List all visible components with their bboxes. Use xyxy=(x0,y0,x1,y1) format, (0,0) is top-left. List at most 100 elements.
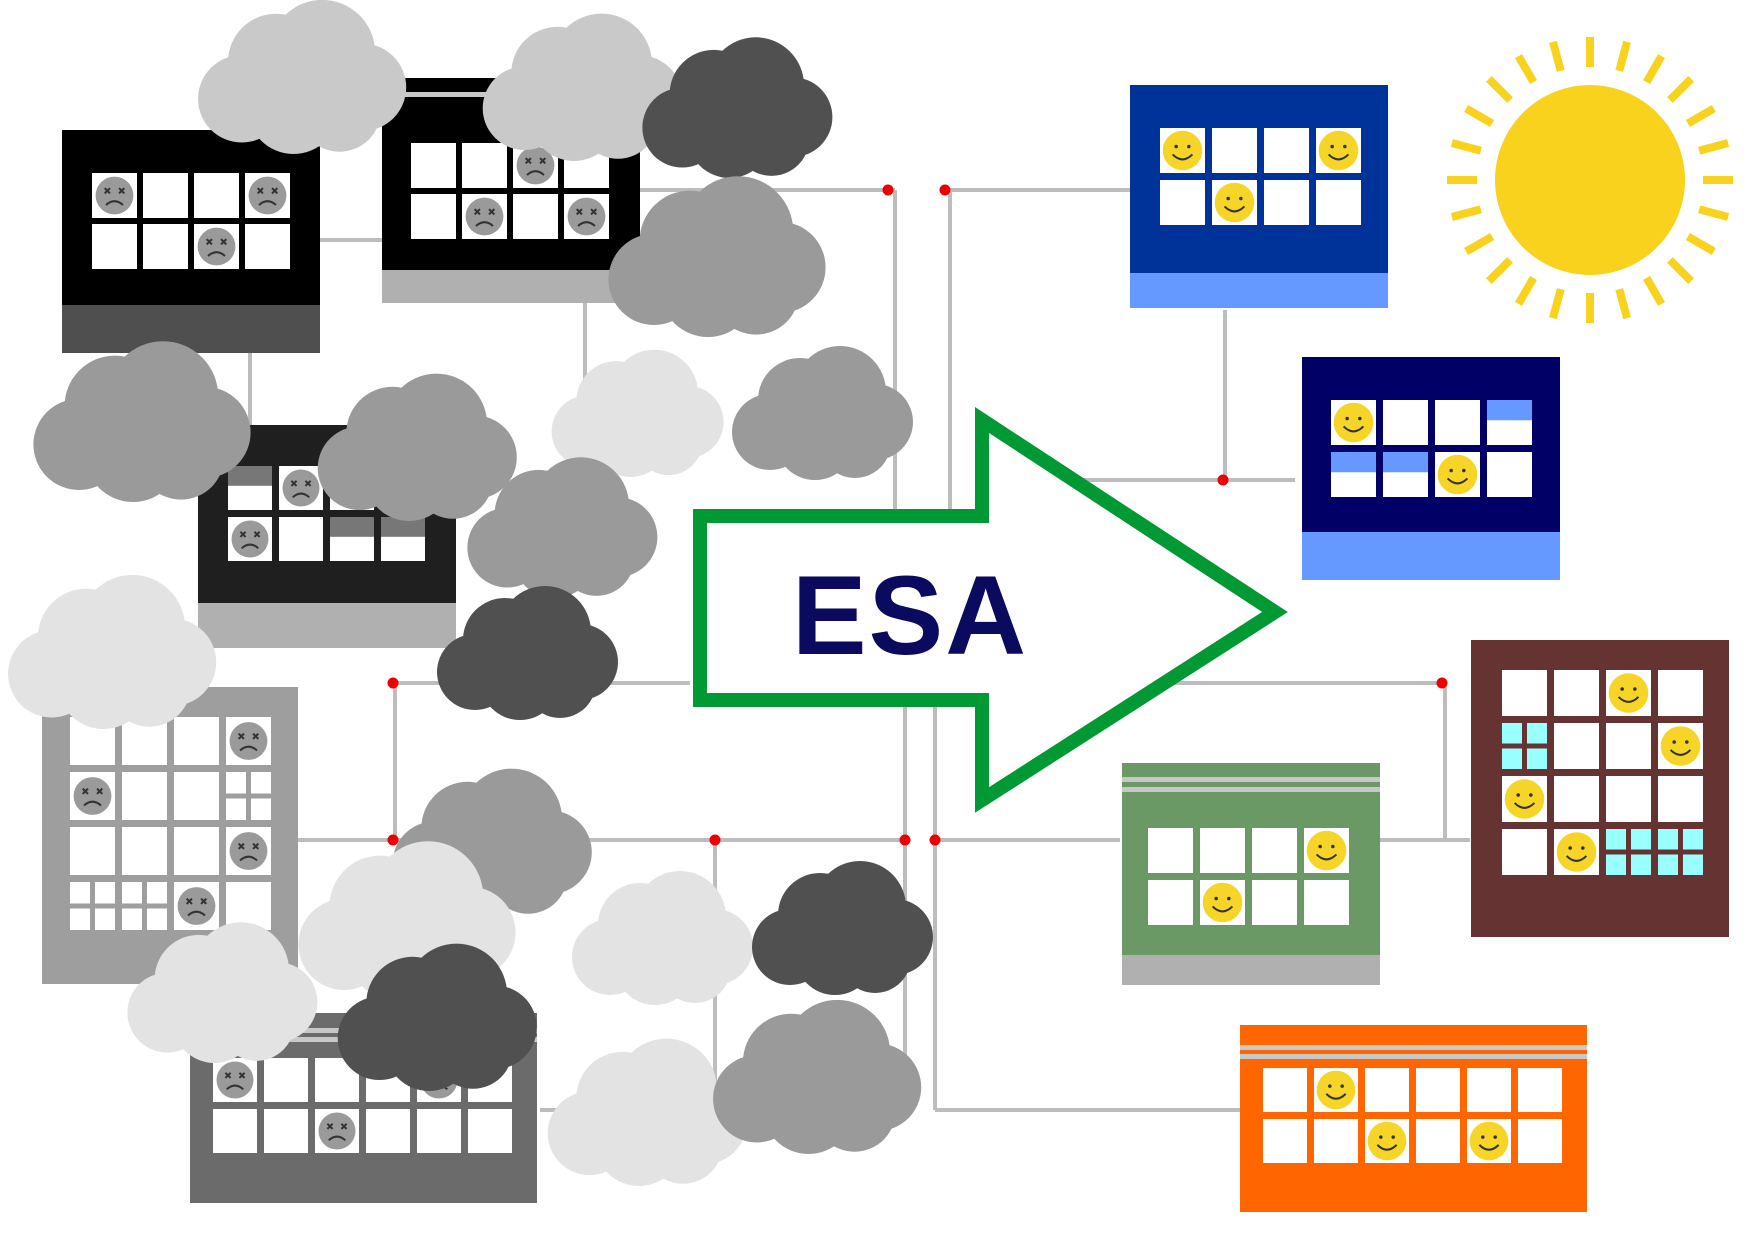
window xyxy=(1316,180,1361,225)
junction-dot xyxy=(882,184,894,196)
happy-face-icon xyxy=(1660,726,1701,766)
roof-stripe xyxy=(1122,787,1380,792)
sad-face-icon xyxy=(229,832,268,870)
window xyxy=(1200,828,1245,873)
cloud-icon xyxy=(198,0,407,154)
sun-ray xyxy=(1486,76,1513,103)
cloud-icon xyxy=(298,841,516,1002)
sun-ray xyxy=(1515,275,1537,306)
window xyxy=(1502,829,1547,875)
building-before-1 xyxy=(62,130,320,353)
window-blind xyxy=(1487,400,1532,421)
window xyxy=(411,143,456,188)
junction-dot xyxy=(387,834,399,846)
window xyxy=(1160,180,1205,225)
building-after-5 xyxy=(1240,1025,1587,1212)
window xyxy=(1263,1068,1307,1112)
window xyxy=(366,1109,410,1153)
window xyxy=(245,224,290,269)
window xyxy=(1518,1119,1562,1163)
junction-dot xyxy=(1436,677,1448,689)
window xyxy=(1416,1068,1460,1112)
sad-face-icon xyxy=(197,227,236,266)
window xyxy=(1264,128,1309,173)
happy-face-icon xyxy=(1202,882,1243,923)
sun-ray xyxy=(1698,205,1730,221)
cloud-icon xyxy=(752,861,933,995)
window xyxy=(1658,776,1703,822)
sun-ray xyxy=(1667,76,1694,103)
window xyxy=(1467,1068,1511,1112)
window xyxy=(1314,1119,1358,1163)
happy-face-icon xyxy=(1333,402,1374,443)
cloud-icon xyxy=(8,574,217,729)
window xyxy=(1416,1119,1460,1163)
window-blind xyxy=(1331,452,1376,473)
building-after-1 xyxy=(1130,85,1388,308)
junction-dot xyxy=(899,834,911,846)
building-body xyxy=(1122,763,1380,985)
junction-dot xyxy=(1217,474,1229,486)
sun-ray xyxy=(1643,275,1665,306)
window xyxy=(143,173,188,218)
window-blind xyxy=(228,466,272,486)
window xyxy=(1554,723,1599,769)
building-base xyxy=(62,305,320,353)
cloud-icon xyxy=(642,37,833,178)
window xyxy=(92,224,137,269)
junction-dots xyxy=(387,184,1448,846)
window xyxy=(1606,723,1651,769)
window xyxy=(1365,1068,1409,1112)
window xyxy=(122,772,167,820)
window xyxy=(174,772,219,820)
building-base xyxy=(198,603,456,648)
window xyxy=(70,827,115,875)
window xyxy=(1252,880,1297,925)
window xyxy=(468,1109,512,1153)
sad-face-icon xyxy=(177,887,216,925)
window-blind xyxy=(381,517,425,537)
sun-ray xyxy=(1615,40,1631,72)
window xyxy=(264,1109,308,1153)
window xyxy=(174,827,219,875)
window xyxy=(279,517,323,561)
sad-face-icon xyxy=(516,146,555,185)
sad-face-icon xyxy=(465,197,504,236)
window xyxy=(1148,828,1193,873)
window xyxy=(1304,880,1349,925)
window xyxy=(1554,670,1599,716)
cloud-icon xyxy=(467,457,658,598)
sun-ray xyxy=(1464,105,1495,127)
sun-disc xyxy=(1495,85,1685,275)
window xyxy=(1383,400,1428,445)
building-base xyxy=(382,270,640,303)
sun-ray xyxy=(1549,288,1565,320)
window xyxy=(1606,776,1651,822)
roof-stripe xyxy=(1240,1045,1587,1050)
window xyxy=(411,194,456,239)
window xyxy=(1435,400,1480,445)
happy-face-icon xyxy=(1367,1121,1407,1161)
junction-dot xyxy=(929,834,941,846)
building-base xyxy=(1122,955,1380,985)
window xyxy=(462,143,507,188)
arrow xyxy=(693,407,1288,813)
cloud-icon xyxy=(732,346,913,480)
window xyxy=(1502,670,1547,716)
window xyxy=(1658,670,1703,716)
sad-face-icon xyxy=(73,777,112,815)
building-body xyxy=(1240,1025,1587,1212)
window xyxy=(1518,1068,1562,1112)
cloud-icon xyxy=(572,871,753,1005)
sun-icon xyxy=(1447,37,1733,323)
sad-face-icon xyxy=(318,1112,356,1150)
junction-dot xyxy=(939,184,951,196)
window xyxy=(417,1109,461,1153)
window xyxy=(264,1058,308,1102)
sad-face-icon xyxy=(216,1061,254,1099)
sun-ray xyxy=(1515,54,1537,85)
cloud-icon xyxy=(551,349,724,477)
cloud-icon xyxy=(608,176,826,337)
building-base xyxy=(1302,532,1560,580)
sun-ray xyxy=(1486,257,1513,284)
